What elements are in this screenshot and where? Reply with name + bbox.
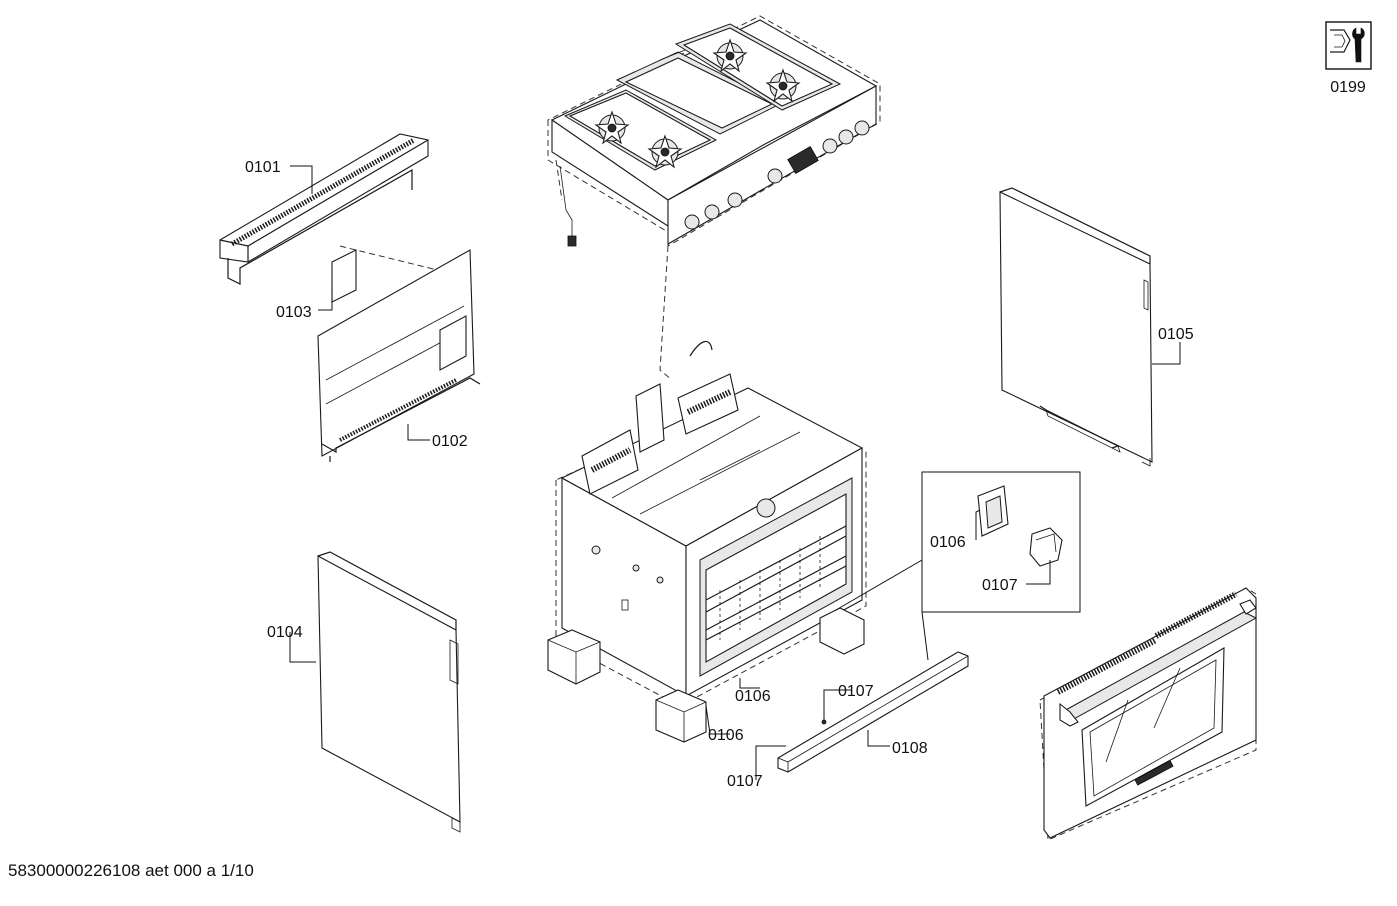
control-knobs	[684, 120, 870, 230]
brand-badge-icon	[1134, 760, 1174, 786]
detail-callout	[835, 471, 1081, 661]
part-0104-left-panel	[317, 551, 461, 833]
part-label-0106-callout: 0106	[930, 534, 966, 551]
part-0105-right-panel	[999, 187, 1153, 467]
part-label-0106-b: 0106	[708, 727, 744, 744]
part-label-0107-a: 0107	[838, 683, 874, 700]
part-label-0107-b: 0107	[727, 773, 763, 790]
part-0101-top-trim	[219, 133, 429, 285]
part-label-0108: 0108	[892, 740, 928, 757]
oven-door	[1039, 587, 1258, 841]
document-footer-code: 58300000226108 aet 000 a 1/10	[8, 861, 254, 880]
oven-racks	[705, 525, 847, 641]
service-wrench-icon	[1330, 27, 1365, 63]
part-label-0102: 0102	[432, 433, 468, 450]
range-body	[547, 373, 867, 743]
burner-grates	[594, 38, 801, 169]
part-0108-trim-strip	[777, 651, 969, 773]
service-badge-code: 0199	[1330, 79, 1366, 96]
convection-fans	[581, 373, 739, 495]
service-badge: 0199	[1325, 21, 1372, 96]
part-label-0103: 0103	[276, 304, 312, 321]
leveling-feet	[547, 607, 865, 743]
part-label-0107-callout: 0107	[982, 577, 1018, 594]
leader-lines	[289, 165, 1181, 780]
part-0102-rear-panel	[317, 249, 481, 462]
part-label-0101: 0101	[245, 159, 281, 176]
part-labels: 0101 0103 0102 0104 0105 0106 0107 0106 …	[245, 159, 1194, 790]
part-label-0105: 0105	[1158, 326, 1194, 343]
part-label-0106-a: 0106	[735, 688, 771, 705]
part-label-0104: 0104	[267, 624, 303, 641]
cooktop-assembly	[547, 15, 881, 247]
